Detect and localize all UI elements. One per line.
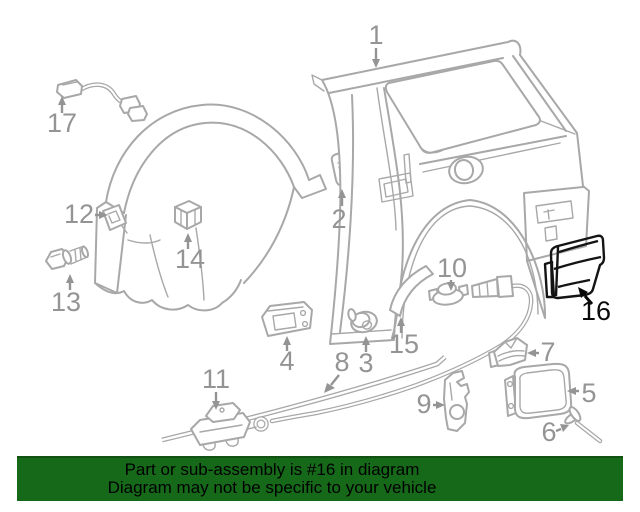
lock-actuator-part11	[190, 402, 251, 451]
arrow-7	[527, 349, 536, 357]
bracket-part9	[443, 370, 470, 432]
part-label-9: 9	[416, 389, 431, 419]
callout-16: 16	[578, 287, 611, 326]
part-label-16: 16	[581, 296, 611, 326]
arrow-14	[184, 233, 192, 242]
callout-8: 8	[324, 347, 350, 393]
part-label-4: 4	[279, 346, 294, 376]
callout-4: 4	[279, 336, 295, 376]
callout-17: 17	[47, 96, 77, 138]
part-label-6: 6	[541, 417, 556, 447]
callout-11: 11	[202, 364, 230, 410]
callout-6: 6	[541, 417, 569, 447]
part-label-14: 14	[175, 244, 205, 274]
part-label-15: 15	[389, 329, 419, 359]
callouts: 1 2 3 4 5 6 7 8 9 10 11 12 13 14 15	[47, 20, 611, 447]
part-label-7: 7	[540, 337, 555, 367]
highlighted-part16	[543, 234, 606, 300]
wire-harness-part17	[56, 79, 148, 122]
highlight-banner: Part or sub-assembly is #16 in diagram D…	[17, 456, 623, 501]
bracket-part4	[261, 301, 313, 337]
banner-line2: Diagram may not be specific to your vehi…	[107, 478, 437, 497]
arrow-16	[578, 287, 588, 298]
callout-5: 5	[567, 378, 597, 408]
part-label-3: 3	[358, 348, 373, 378]
cube-clip-part14	[174, 200, 202, 230]
arrow-3	[362, 336, 370, 345]
arrow-10	[447, 282, 455, 291]
arrow-1	[372, 59, 380, 68]
arrow-12	[99, 211, 108, 219]
part-label-2: 2	[331, 204, 346, 234]
clip-part7	[488, 337, 528, 368]
callout-14: 14	[175, 233, 205, 274]
part-label-5: 5	[581, 378, 596, 408]
part-label-10: 10	[437, 253, 467, 283]
fuel-door-release-cable	[247, 275, 534, 432]
wheel-arch-liner	[94, 103, 327, 312]
arrow-2	[338, 189, 346, 198]
arrow-15	[397, 317, 405, 326]
callout-1: 1	[368, 20, 384, 68]
banner-text: Part or sub-assembly is #16 in diagram D…	[17, 458, 527, 497]
arrow-4	[283, 336, 291, 345]
valve-grommet-part10	[428, 282, 469, 306]
banner-line1: Part or sub-assembly is #16 in diagram	[124, 460, 420, 479]
liner-clip-part12	[102, 204, 128, 234]
callout-3: 3	[358, 336, 374, 378]
arrow-17	[58, 96, 66, 105]
part-label-8: 8	[334, 347, 349, 377]
arrow-11	[212, 401, 220, 410]
arrow-13	[66, 274, 74, 283]
part-label-13: 13	[51, 287, 81, 317]
bolt-part13	[45, 245, 90, 270]
callout-12: 12	[64, 199, 108, 229]
part-label-11: 11	[202, 364, 230, 394]
callout-10: 10	[437, 253, 467, 291]
arrow-9	[436, 401, 445, 409]
callout-7: 7	[527, 337, 556, 367]
fuel-door-part5	[504, 362, 573, 420]
part-label-1: 1	[368, 20, 383, 50]
quarter-panel-part1	[311, 39, 590, 345]
arrow-5	[567, 387, 576, 395]
part-label-12: 12	[64, 199, 94, 229]
grommet-part3	[347, 308, 378, 334]
callout-2: 2	[331, 189, 347, 234]
callout-9: 9	[416, 389, 445, 419]
arrow-6	[560, 424, 569, 432]
pin-part6	[564, 406, 603, 444]
callout-13: 13	[51, 274, 81, 317]
trim-strip-part15	[389, 265, 434, 317]
callout-15: 15	[389, 317, 419, 359]
arrow-8	[324, 383, 335, 393]
